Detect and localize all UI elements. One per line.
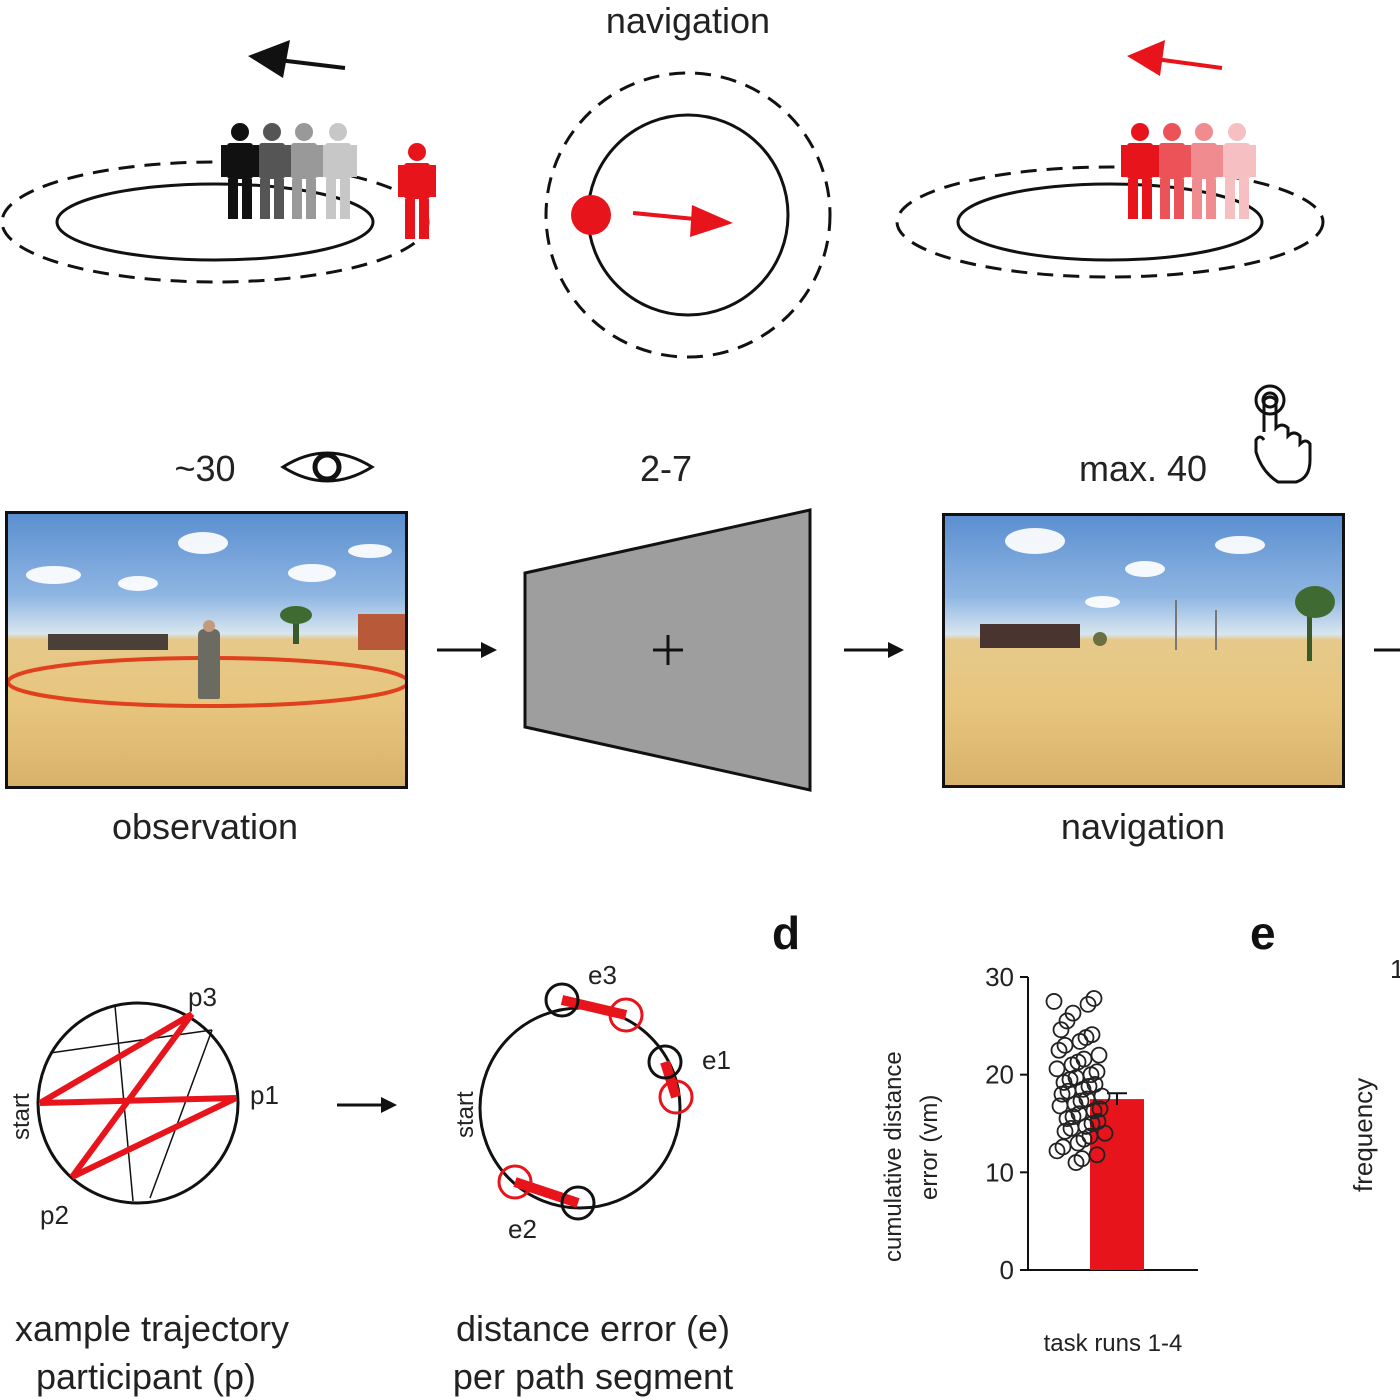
error-label-e1: e1 — [702, 1045, 731, 1075]
point-label-p2: p2 — [40, 1200, 69, 1230]
navigation-title: navigation — [605, 0, 771, 41]
trajectory-diagram — [36, 1001, 240, 1205]
arrow-right-icon — [437, 642, 497, 658]
data-point — [1079, 995, 1097, 1013]
distance-error-caption-line2: per path segment — [452, 1356, 734, 1397]
chart-ylabel-line1: cumulative distance — [880, 1051, 907, 1262]
panel-a-graphic — [0, 40, 1325, 359]
data-point — [1045, 993, 1063, 1010]
tap-hand-icon — [1254, 384, 1312, 484]
trajectory-caption-line1: xample trajectory — [14, 1308, 290, 1349]
data-point — [1051, 1097, 1069, 1115]
y-tick-label: 0 — [1000, 1255, 1014, 1285]
right-arena — [895, 165, 1325, 279]
panel-e-ylabel: frequency — [1348, 1077, 1378, 1192]
left-arrow-icon — [248, 40, 346, 78]
panel-e-tick-fragment: 1 — [1390, 954, 1400, 984]
error-label-e3: e3 — [588, 960, 617, 990]
red-arrow-icon — [690, 205, 733, 237]
arrow-right-icon — [844, 642, 904, 658]
data-point — [1055, 1074, 1073, 1091]
data-point — [1056, 1036, 1074, 1054]
data-point — [1071, 1033, 1089, 1050]
y-tick-label: 20 — [985, 1060, 1014, 1090]
point-label-p1: p1 — [250, 1080, 279, 1110]
navigation-duration: max. 40 — [1078, 448, 1208, 489]
data-point — [1090, 1046, 1108, 1064]
data-point — [1058, 1012, 1076, 1030]
panel-letter-d: d — [772, 907, 801, 959]
data-point — [1052, 1021, 1070, 1039]
data-point — [1085, 990, 1103, 1007]
observation-scene-image — [5, 511, 408, 789]
data-point — [1048, 1060, 1066, 1078]
start-label: start — [452, 1091, 479, 1138]
data-point — [1053, 1085, 1071, 1103]
distance-error-diagram — [478, 982, 694, 1221]
data-point — [1058, 1110, 1076, 1128]
trajectory-caption-line2: participant (p) — [35, 1356, 257, 1397]
observation-duration: ~30 — [174, 448, 236, 489]
navigation-label: navigation — [1060, 806, 1226, 847]
panel-letter-e: e — [1250, 907, 1276, 959]
observed-person-figures — [221, 123, 357, 219]
error-label-e2: e2 — [508, 1214, 537, 1244]
arrow-right-icon — [337, 1097, 397, 1113]
navigated-person-figures — [1121, 123, 1256, 219]
arrow-right-icon — [1374, 648, 1400, 652]
data-point — [1088, 1146, 1106, 1164]
chart-xlabel: task runs 1-4 — [1043, 1330, 1183, 1357]
bar — [1090, 1099, 1144, 1270]
participant-dot — [571, 195, 611, 235]
observation-label: observation — [111, 806, 299, 847]
distance-error-bar-chart: 0 10 20 30 — [985, 962, 1198, 1285]
navigation-scene-image — [942, 513, 1345, 788]
distance-error-caption-line1: distance error (e) — [455, 1308, 731, 1349]
data-point — [1050, 1041, 1068, 1059]
eye-icon — [280, 451, 375, 483]
left-arena — [0, 160, 430, 284]
data-point — [1067, 1154, 1085, 1171]
fixation-duration: 2-7 — [639, 448, 693, 489]
data-point — [1069, 1134, 1087, 1152]
red-left-arrow-icon — [1127, 40, 1223, 76]
fixation-cross-icon — [653, 635, 683, 665]
y-tick-label: 30 — [985, 962, 1014, 992]
point-label-p3: p3 — [188, 982, 217, 1012]
center-arena — [544, 71, 832, 359]
y-tick-label: 10 — [985, 1157, 1014, 1187]
participant-figure — [398, 143, 436, 239]
data-point — [1048, 1142, 1066, 1160]
fixation-screen — [523, 508, 812, 792]
start-label: start — [8, 1093, 35, 1140]
